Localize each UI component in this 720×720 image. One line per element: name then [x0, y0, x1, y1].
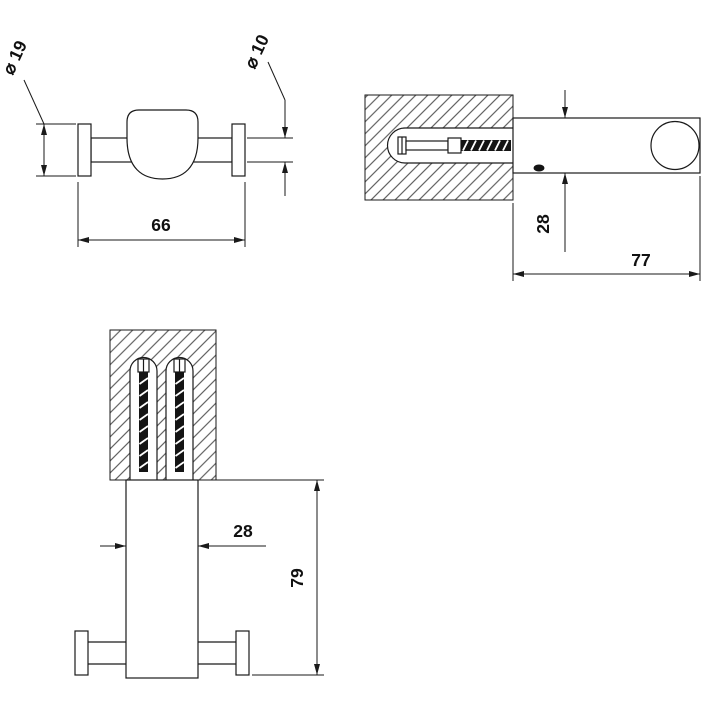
mount-body — [126, 109, 199, 180]
dim-projection-77: 77 — [512, 176, 701, 281]
hook-flange-right — [231, 123, 246, 177]
hook-flange-left — [77, 123, 92, 177]
screw-plan-left — [137, 358, 150, 472]
dim-width-66: 66 — [77, 182, 246, 247]
dim-label-bar-diameter: ⌀ 10 — [240, 31, 273, 71]
wall-section-plan — [109, 329, 217, 481]
dim-bar-diameter: ⌀ 10 — [240, 31, 293, 196]
fixture-body-plan — [125, 479, 199, 679]
dim-hook-diameter: ⌀ 19 — [0, 37, 76, 177]
dim-label-height-28: 28 — [533, 214, 553, 234]
dim-label-width-66: 66 — [151, 215, 171, 235]
hook-end-circle — [650, 120, 700, 171]
dim-width-28: 28 — [100, 521, 266, 549]
side-section-view: 28 77 — [364, 90, 701, 281]
set-screw-hole — [533, 164, 545, 172]
dim-label-width-28: 28 — [233, 521, 253, 541]
plan-section-view: 28 79 — [74, 329, 324, 679]
screw-plan-right — [173, 358, 186, 472]
dim-label-length-79: 79 — [287, 568, 307, 588]
dim-label-projection-77: 77 — [631, 250, 650, 270]
fixture-body-side — [512, 117, 701, 174]
dim-height-28: 28 — [533, 90, 568, 252]
dim-length-79: 79 — [204, 479, 324, 676]
front-view: ⌀ 19 ⌀ 10 66 — [0, 31, 293, 247]
screw-side — [397, 136, 511, 155]
hook-flange-plan-left — [74, 630, 89, 676]
dim-label-hook-diameter: ⌀ 19 — [0, 37, 31, 77]
hook-flange-plan-right — [235, 630, 250, 676]
